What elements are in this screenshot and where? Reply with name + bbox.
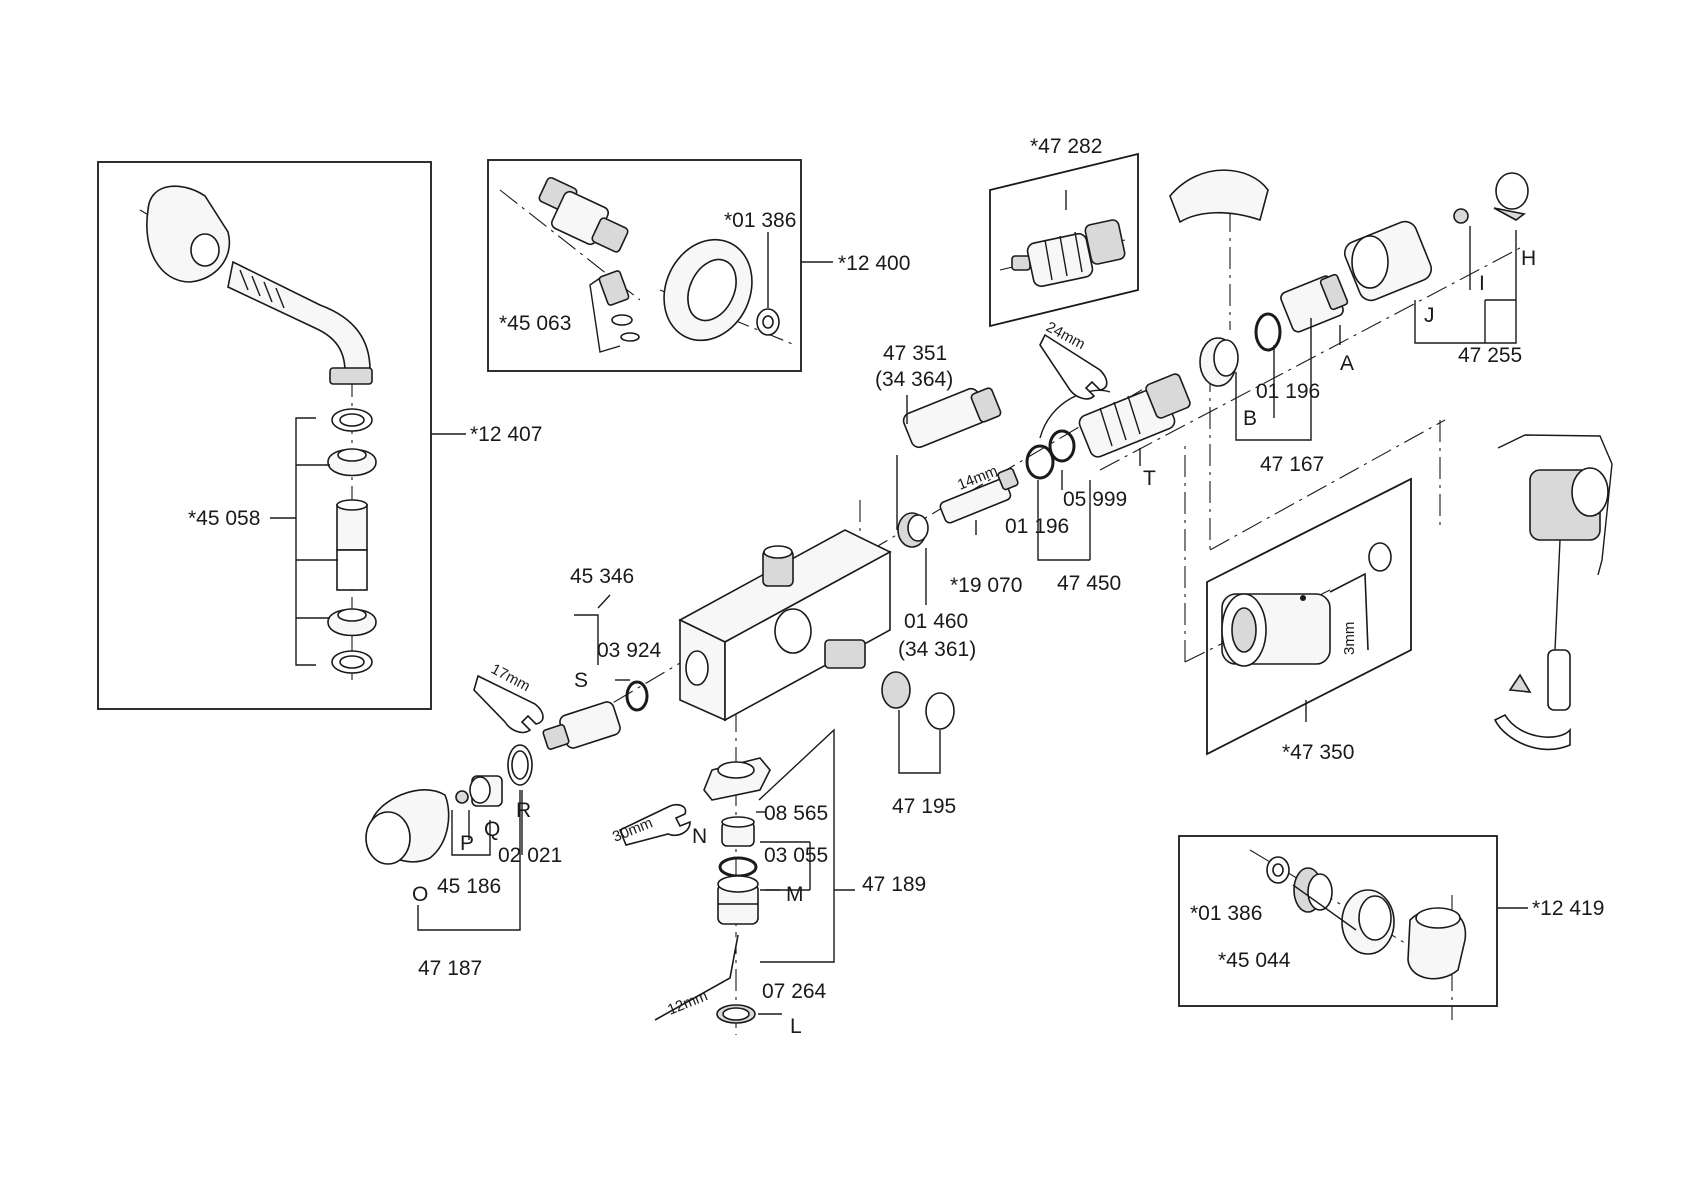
union-nut-part — [1342, 890, 1394, 954]
label-45063: *45 063 — [499, 312, 571, 335]
extension-ring-part — [1369, 543, 1391, 571]
washer-01386-top-part — [757, 232, 779, 335]
label-47450: 47 450 — [1057, 572, 1121, 595]
washer-01386-bottom-part — [1267, 857, 1289, 883]
label-12407: *12 407 — [470, 423, 542, 446]
label-47189: 47 189 — [862, 873, 926, 896]
check-valve-M-part — [718, 876, 758, 924]
label-47187: 47 187 — [418, 957, 482, 980]
label-letter-L: L — [790, 1015, 802, 1038]
label-letter-J: J — [1424, 304, 1435, 327]
label-letter-P: P — [460, 832, 474, 855]
wall-flange-part — [147, 186, 230, 282]
label-12419: *12 419 — [1532, 897, 1604, 920]
thermostatic-element-T-part — [1040, 373, 1191, 460]
label-letter-S: S — [574, 669, 588, 692]
cap-47282-part — [1170, 170, 1268, 222]
adapter-Q-part — [470, 776, 502, 806]
label-letter-R: R — [516, 799, 531, 822]
extension-sleeve-part — [1222, 594, 1330, 666]
label-45186: 45 186 — [437, 875, 501, 898]
label-letter-T: T — [1143, 467, 1156, 490]
oring-03055-part — [720, 858, 756, 876]
label-letter-N: N — [692, 825, 707, 848]
handle-O-part — [366, 790, 449, 864]
label-47282: *47 282 — [1030, 135, 1102, 158]
frame-shower-arm-kit — [98, 162, 431, 709]
label-03055: 03 055 — [764, 844, 828, 867]
connector-47351-part — [901, 386, 1002, 449]
elbow-part — [1408, 908, 1465, 979]
rosette-part — [648, 225, 768, 355]
label-47255: 47 255 — [1458, 344, 1522, 367]
label-45058: *45 058 — [188, 507, 260, 530]
label-size-3mm: 3mm — [1341, 622, 1358, 655]
label-47351: 47 351 — [883, 342, 947, 365]
label-12400: *12 400 — [838, 252, 910, 275]
label-01386-bottom: *01 386 — [1190, 902, 1262, 925]
screw-I-part — [1454, 209, 1468, 223]
label-47195: 47 195 — [892, 795, 956, 818]
label-45346: 45 346 — [570, 565, 634, 588]
lock-ring-R-part — [508, 745, 532, 785]
label-01460: 01 460 — [904, 610, 968, 633]
frame-connector-kit — [488, 160, 801, 371]
label-01386-top: *01 386 — [724, 209, 796, 232]
orings-47450-part — [1027, 431, 1074, 478]
label-47167: 47 167 — [1260, 453, 1324, 476]
label-47350: *47 350 — [1282, 741, 1354, 764]
thermostat-valve-body — [680, 530, 890, 720]
strainer-L-part — [717, 1005, 755, 1023]
label-34364: (34 364) — [875, 368, 953, 391]
label-07264: 07 264 — [762, 980, 827, 1003]
label-01196-right: 01 196 — [1256, 380, 1320, 403]
nut-B-part — [1200, 338, 1238, 386]
label-letter-Q: Q — [484, 818, 500, 841]
adapter-A-part — [1256, 274, 1348, 350]
label-01196-mid: 01 196 — [1005, 515, 1069, 538]
label-letter-O: O — [412, 883, 428, 906]
label-05999: 05 999 — [1063, 488, 1127, 511]
shower-arm-part — [228, 262, 372, 384]
label-02021: 02 021 — [498, 844, 562, 867]
label-letter-M: M — [786, 883, 804, 906]
nipple-N-part — [722, 817, 754, 846]
label-34361: (34 361) — [898, 638, 976, 661]
label-letter-H: H — [1521, 247, 1536, 270]
label-03924: 03 924 — [597, 639, 662, 662]
label-letter-A: A — [1340, 352, 1354, 375]
nut-08565-part — [704, 758, 770, 800]
bracket-45058 — [270, 418, 338, 665]
screw-P-part — [456, 791, 468, 803]
nipple-01460-part — [898, 513, 928, 547]
union-connector-part — [538, 176, 629, 253]
label-letter-I: I — [1479, 272, 1485, 295]
handle-J-part — [1341, 218, 1435, 304]
label-19070: *19 070 — [950, 574, 1022, 597]
label-08565: 08 565 — [764, 802, 828, 825]
thermostat-cartridge-47282-part — [1012, 219, 1126, 288]
label-45044: *45 044 — [1218, 949, 1291, 972]
nipple-45063-part — [590, 270, 639, 352]
wall-installation-detail — [1495, 435, 1612, 749]
label-letter-B: B — [1243, 407, 1257, 430]
compression-set-parts — [328, 409, 376, 673]
cap-47195-part — [882, 672, 954, 729]
cap-H-part — [1494, 173, 1528, 220]
